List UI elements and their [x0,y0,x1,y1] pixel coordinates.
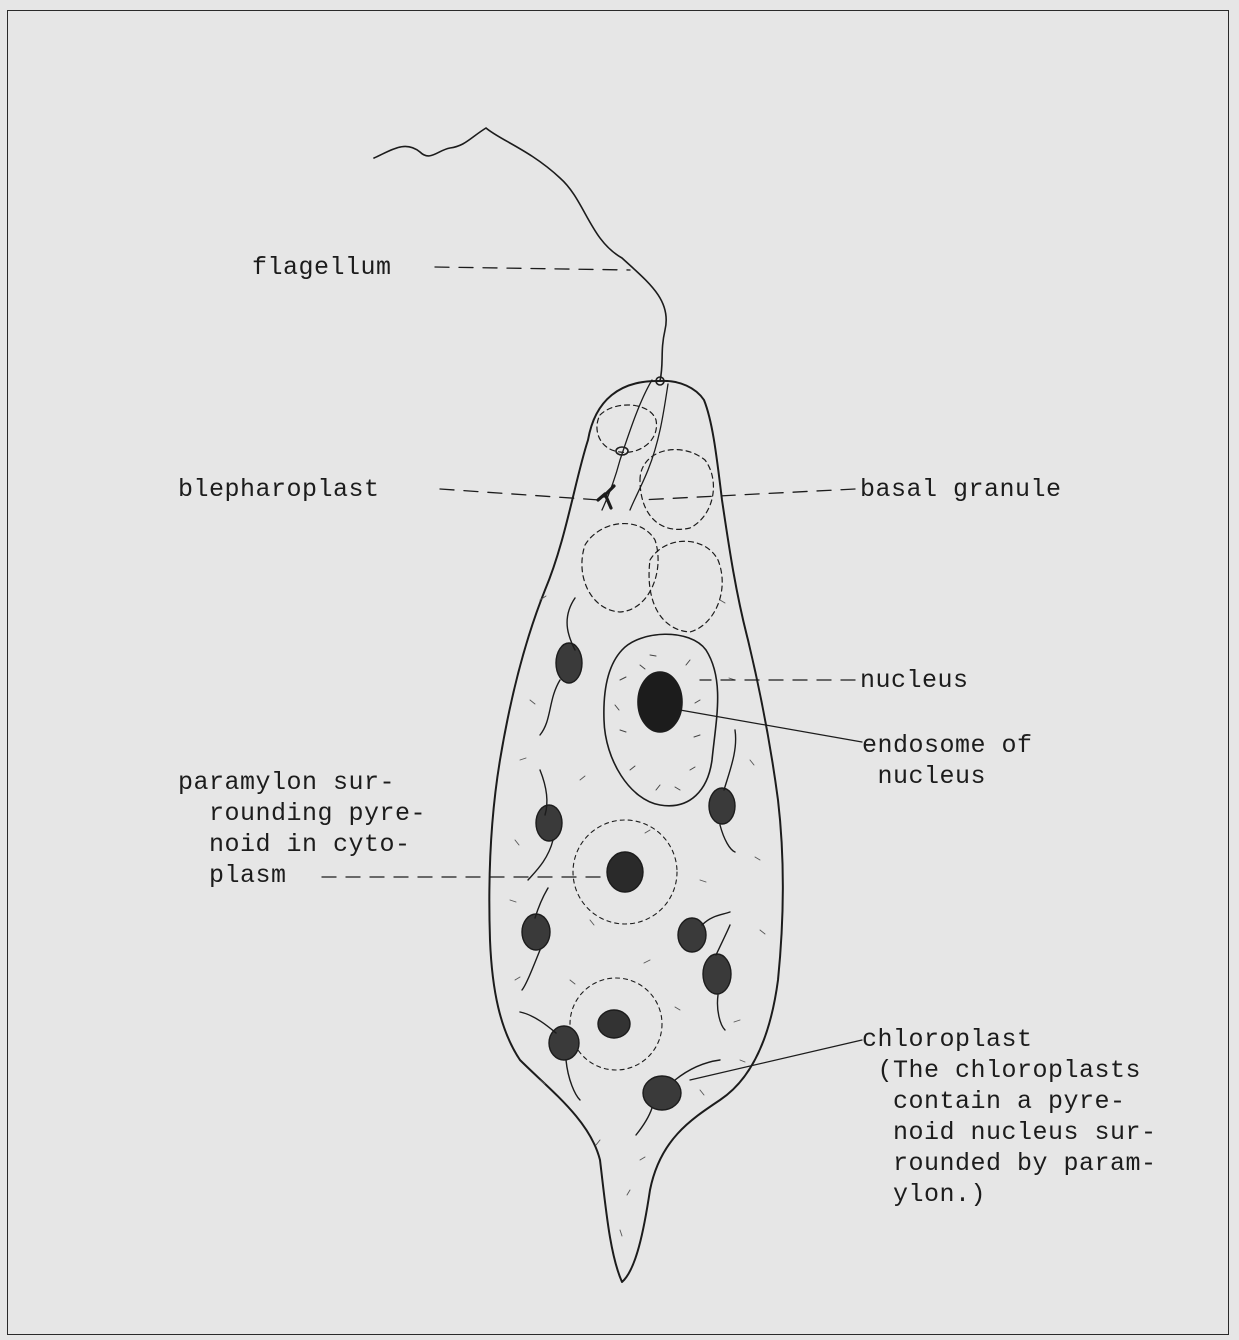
blepharoplast-leader [440,489,600,500]
label-basal-granule: basal granule [860,474,1062,505]
flagellum-leader [435,267,630,270]
vacuole-4 [597,405,657,452]
label-chloroplast: chloroplast (The chloroplasts contain a … [862,1024,1157,1210]
basal-granule-leader [640,489,855,500]
cytoplasm-texture [510,596,765,1236]
label-nucleus: nucleus [860,665,969,696]
blepharoplast-mark [598,486,614,508]
pyrenoid-2 [598,1010,630,1038]
label-paramylon: paramylon sur- rounding pyre- noid in cy… [178,767,426,891]
endosome-leader [680,710,862,742]
pyrenoid-1 [607,852,643,892]
reservoir-outline [602,380,668,510]
vacuole-3 [649,541,722,632]
label-endosome: endosome of nucleus [862,730,1033,792]
flagellum-strand [374,128,666,381]
endosome [638,672,682,732]
label-flagellum: flagellum [252,252,392,283]
cell-outline [489,381,783,1282]
label-blepharoplast: blepharoplast [178,474,380,505]
vacuole-2 [582,524,658,612]
